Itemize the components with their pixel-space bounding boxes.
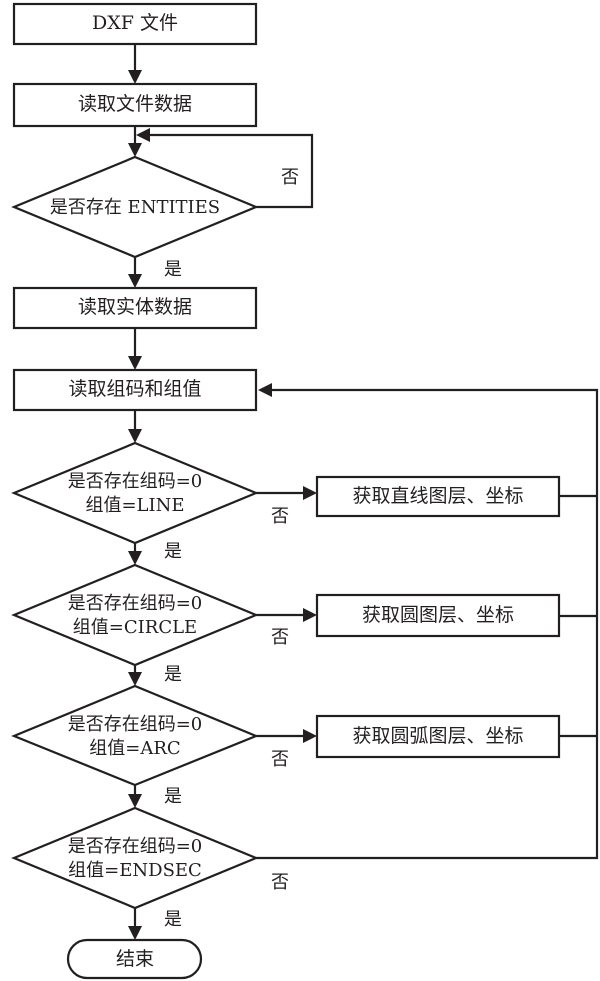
- label-yes-endsec: 是: [164, 909, 182, 930]
- node-label-line1: 是否存在组码=0: [68, 593, 203, 614]
- node-label-line2: 组值=LINE: [85, 495, 184, 516]
- connectors: [128, 44, 599, 940]
- node-read-entities: 读取实体数据: [12, 286, 258, 330]
- edge-return-to-read-group: [256, 388, 599, 860]
- node-label-line1: 是否存在组码=0: [68, 836, 203, 857]
- arrow-head: [303, 608, 317, 622]
- node-label: 读取文件数据: [78, 93, 192, 115]
- node-label-line1: 是否存在组码=0: [68, 471, 203, 492]
- node-end: 结束: [66, 938, 203, 980]
- arrow-head: [128, 429, 142, 443]
- node-check-line: 是否存在组码=0 组值=LINE: [11, 441, 259, 545]
- arrow-head: [128, 794, 142, 808]
- node-get-arc: 获取圆弧图层、坐标: [315, 714, 561, 759]
- label-no-arc: 否: [271, 749, 289, 770]
- node-label: 读取实体数据: [78, 296, 192, 318]
- arrow-head: [303, 486, 317, 500]
- arrow-head: [128, 143, 142, 157]
- arrow-head: [136, 128, 150, 142]
- node-label: 获取圆图层、坐标: [362, 604, 514, 626]
- arrow-head: [303, 729, 317, 743]
- node-label: 获取直线图层、坐标: [352, 485, 523, 507]
- label-no-line: 否: [271, 506, 289, 527]
- arrow-head: [258, 383, 272, 397]
- node-label-line2: 组值=ENDSEC: [68, 860, 202, 881]
- node-label: 读取组码和组值: [68, 378, 201, 400]
- arrow-head: [128, 926, 142, 940]
- node-label: DXF 文件: [92, 12, 178, 34]
- node-label-line2: 组值=ARC: [89, 738, 180, 759]
- node-label: 获取圆弧图层、坐标: [352, 725, 523, 747]
- label-no-entities: 否: [281, 167, 299, 188]
- node-check-arc: 是否存在组码=0 组值=ARC: [11, 684, 259, 787]
- label-no-endsec: 否: [271, 872, 289, 893]
- node-check-circle: 是否存在组码=0 组值=CIRCLE: [11, 563, 259, 667]
- node-get-circle: 获取圆图层、坐标: [315, 593, 561, 638]
- arrow-head: [128, 70, 142, 84]
- label-yes-entities: 是: [164, 259, 182, 280]
- node-label: 是否存在 ENTITIES: [50, 197, 220, 218]
- node-label: 结束: [116, 948, 154, 970]
- arrow-head: [128, 356, 142, 370]
- edge-labels: 否 是 否 是 否 是 否 是 否 是: [164, 167, 299, 930]
- arrow-head: [128, 274, 142, 288]
- label-yes-arc: 是: [164, 786, 182, 807]
- node-label-line2: 组值=CIRCLE: [73, 617, 197, 638]
- node-get-line: 获取直线图层、坐标: [315, 475, 561, 518]
- arrow-head: [128, 672, 142, 686]
- label-yes-circle: 是: [164, 664, 182, 685]
- node-read-file: 读取文件数据: [12, 82, 258, 128]
- node-read-group: 读取组码和组值: [12, 368, 258, 412]
- node-check-entities: 是否存在 ENTITIES: [11, 155, 259, 259]
- label-yes-line: 是: [164, 541, 182, 562]
- label-no-circle: 否: [271, 627, 289, 648]
- node-check-endsec: 是否存在组码=0 组值=ENDSEC: [11, 806, 259, 910]
- arrow-head: [128, 551, 142, 565]
- node-label-line1: 是否存在组码=0: [68, 714, 203, 735]
- node-start: DXF 文件: [12, 2, 258, 46]
- edge-entities-no-loop: [148, 133, 314, 209]
